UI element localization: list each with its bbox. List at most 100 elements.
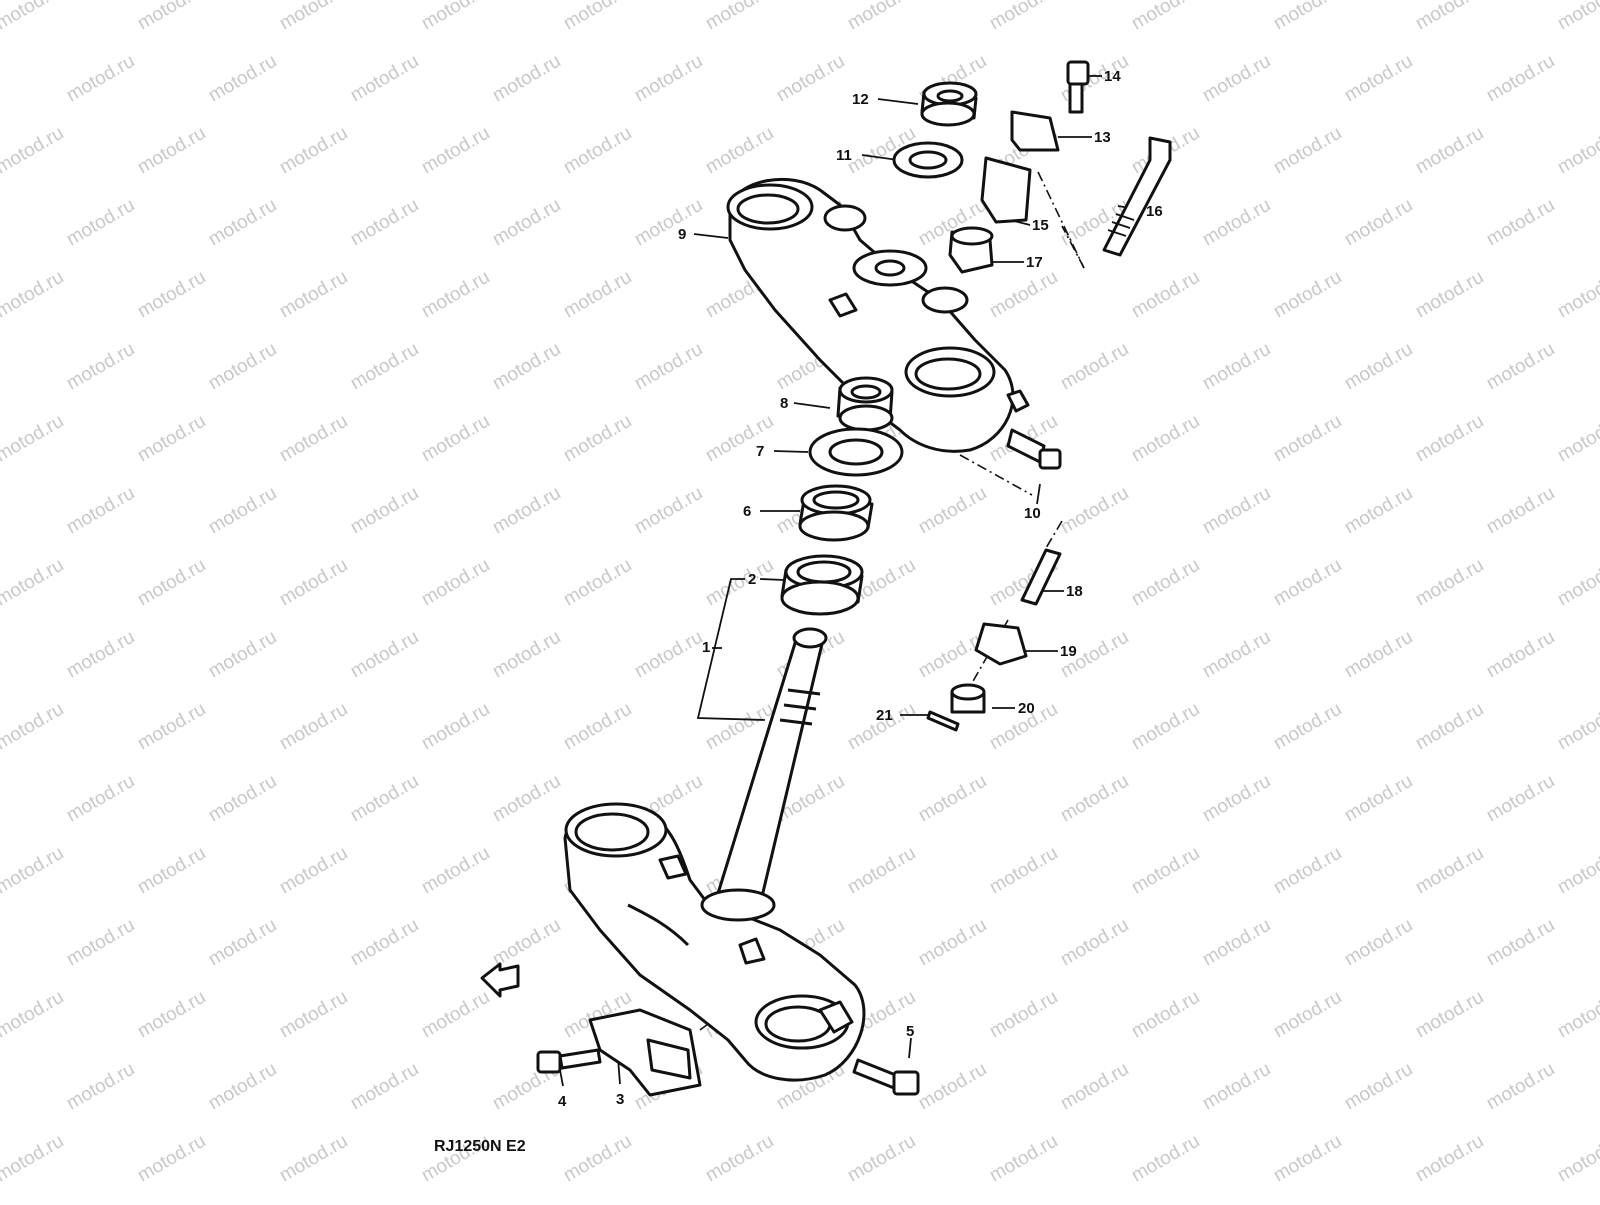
watermark-text: motod.ru xyxy=(1412,699,1487,755)
watermark-text: motod.ru xyxy=(205,915,280,971)
watermark-text: motod.ru xyxy=(1412,843,1487,899)
callout-15: 15 xyxy=(1032,217,1049,234)
callout-7: 7 xyxy=(756,443,764,460)
watermark-text: motod.ru xyxy=(1128,843,1203,899)
watermark-text: motod.ru xyxy=(1270,699,1345,755)
watermark-text: motod.ru xyxy=(560,555,635,611)
watermark-text: motod.ru xyxy=(0,987,67,1043)
watermark-text: motod.ru xyxy=(134,267,209,323)
watermark-text: motod.ru xyxy=(1341,771,1416,827)
watermark-text: motod.ru xyxy=(205,1059,280,1115)
watermark-text: motod.ru xyxy=(134,1131,209,1187)
watermark-text: motod.ru xyxy=(915,483,990,539)
watermark-text: motod.ru xyxy=(205,339,280,395)
watermark-text: motod.ru xyxy=(986,843,1061,899)
watermark-text: motod.ru xyxy=(702,0,777,34)
watermark-text: motod.ru xyxy=(1483,483,1558,539)
callout-19: 19 xyxy=(1060,643,1077,660)
upper-steering-bracket xyxy=(726,177,1030,453)
watermark-text: motod.ru xyxy=(1554,411,1600,467)
watermark-text: motod.ru xyxy=(631,51,706,107)
watermark-text: motod.ru xyxy=(63,483,138,539)
watermark-text: motod.ru xyxy=(844,0,919,34)
watermark-text: motod.ru xyxy=(63,1059,138,1115)
watermark-text: motod.ru xyxy=(1199,483,1274,539)
callout-20: 20 xyxy=(1018,700,1035,717)
watermark-text: motod.ru xyxy=(1483,51,1558,107)
callout-10: 10 xyxy=(1024,505,1041,522)
watermark-text: motod.ru xyxy=(347,771,422,827)
watermark-text: motod.ru xyxy=(702,555,777,611)
watermark-text: motod.ru xyxy=(1199,915,1274,971)
watermark-text: motod.ru xyxy=(631,483,706,539)
watermark-text: motod.ru xyxy=(702,411,777,467)
watermark-text: motod.ru xyxy=(915,1059,990,1115)
callout-21: 21 xyxy=(876,707,893,724)
watermark-text: motod.ru xyxy=(844,1131,919,1187)
watermark-text: motod.ru xyxy=(1412,123,1487,179)
watermark-text: motod.ru xyxy=(0,411,67,467)
watermark-text: motod.ru xyxy=(1270,411,1345,467)
watermark-text: motod.ru xyxy=(702,123,777,179)
watermark-text: motod.ru xyxy=(773,51,848,107)
watermark-text: motod.ru xyxy=(276,411,351,467)
watermark-text: motod.ru xyxy=(1199,195,1274,251)
watermark-text: motod.ru xyxy=(1128,267,1203,323)
watermark-text: motod.ru xyxy=(276,0,351,34)
callout-11: 11 xyxy=(836,147,852,164)
watermark-text: motod.ru xyxy=(1412,555,1487,611)
watermark-text: motod.ru xyxy=(1199,339,1274,395)
watermark-text: motod.ru xyxy=(1128,699,1203,755)
watermark-text: motod.ru xyxy=(276,123,351,179)
watermark-text: motod.ru xyxy=(560,699,635,755)
callout-13: 13 xyxy=(1094,129,1111,146)
watermark-text: motod.ru xyxy=(0,843,67,899)
watermark-text: motod.ru xyxy=(0,699,67,755)
callout-layer: 1 2 3 4 5 6 7 8 9 10 11 12 13 14 15 16 1… xyxy=(558,68,1163,1110)
watermark-text: motod.ru xyxy=(489,627,564,683)
watermark-text: motod.ru xyxy=(1270,987,1345,1043)
watermark-text: motod.ru xyxy=(560,1131,635,1187)
watermark-text: motod.ru xyxy=(1199,51,1274,107)
watermark-text: motod.ru xyxy=(418,987,493,1043)
watermark-text: motod.ru xyxy=(1483,1059,1558,1115)
watermark-text: motod.ru xyxy=(986,267,1061,323)
diagram-code: RJ1250N E2 xyxy=(434,1138,526,1155)
stem-hardware xyxy=(780,81,978,616)
watermark-text: motod.ru xyxy=(347,915,422,971)
callout-5: 5 xyxy=(906,1023,914,1040)
watermark-text: motod.ru xyxy=(560,0,635,34)
watermark-text: motod.ru xyxy=(1128,0,1203,34)
watermark-text: motod.ru xyxy=(134,987,209,1043)
watermark-text: motod.ru xyxy=(1554,987,1600,1043)
watermark-text: motod.ru xyxy=(134,843,209,899)
callout-6: 6 xyxy=(743,503,751,520)
watermark-text: motod.ru xyxy=(1057,915,1132,971)
watermark-text: motod.ru xyxy=(1412,267,1487,323)
watermark-text: motod.ru xyxy=(205,51,280,107)
callout-3: 3 xyxy=(616,1091,624,1108)
callout-16: 16 xyxy=(1146,203,1163,220)
callout-18: 18 xyxy=(1066,583,1083,600)
watermark-text: motod.ru xyxy=(915,771,990,827)
watermark-text: motod.ru xyxy=(560,267,635,323)
watermark-text: motod.ru xyxy=(986,987,1061,1043)
watermark-text: motod.ru xyxy=(276,987,351,1043)
watermark-text: motod.ru xyxy=(1412,987,1487,1043)
watermark-text: motod.ru xyxy=(276,843,351,899)
callout-2: 2 xyxy=(748,571,756,588)
watermark-text: motod.ru xyxy=(205,627,280,683)
watermark-text: motod.ru xyxy=(418,843,493,899)
watermark-text: motod.ru xyxy=(0,555,67,611)
watermark-text: motod.ru xyxy=(560,123,635,179)
front-arrow-icon xyxy=(480,962,520,998)
handlebar-hardware xyxy=(926,60,1172,732)
watermark-text: motod.ru xyxy=(276,555,351,611)
watermark-text: motod.ru xyxy=(844,843,919,899)
watermark-text: motod.ru xyxy=(1483,627,1558,683)
watermark-text: motod.ru xyxy=(418,411,493,467)
watermark-text: motod.ru xyxy=(276,699,351,755)
watermark-text: motod.ru xyxy=(0,0,67,34)
